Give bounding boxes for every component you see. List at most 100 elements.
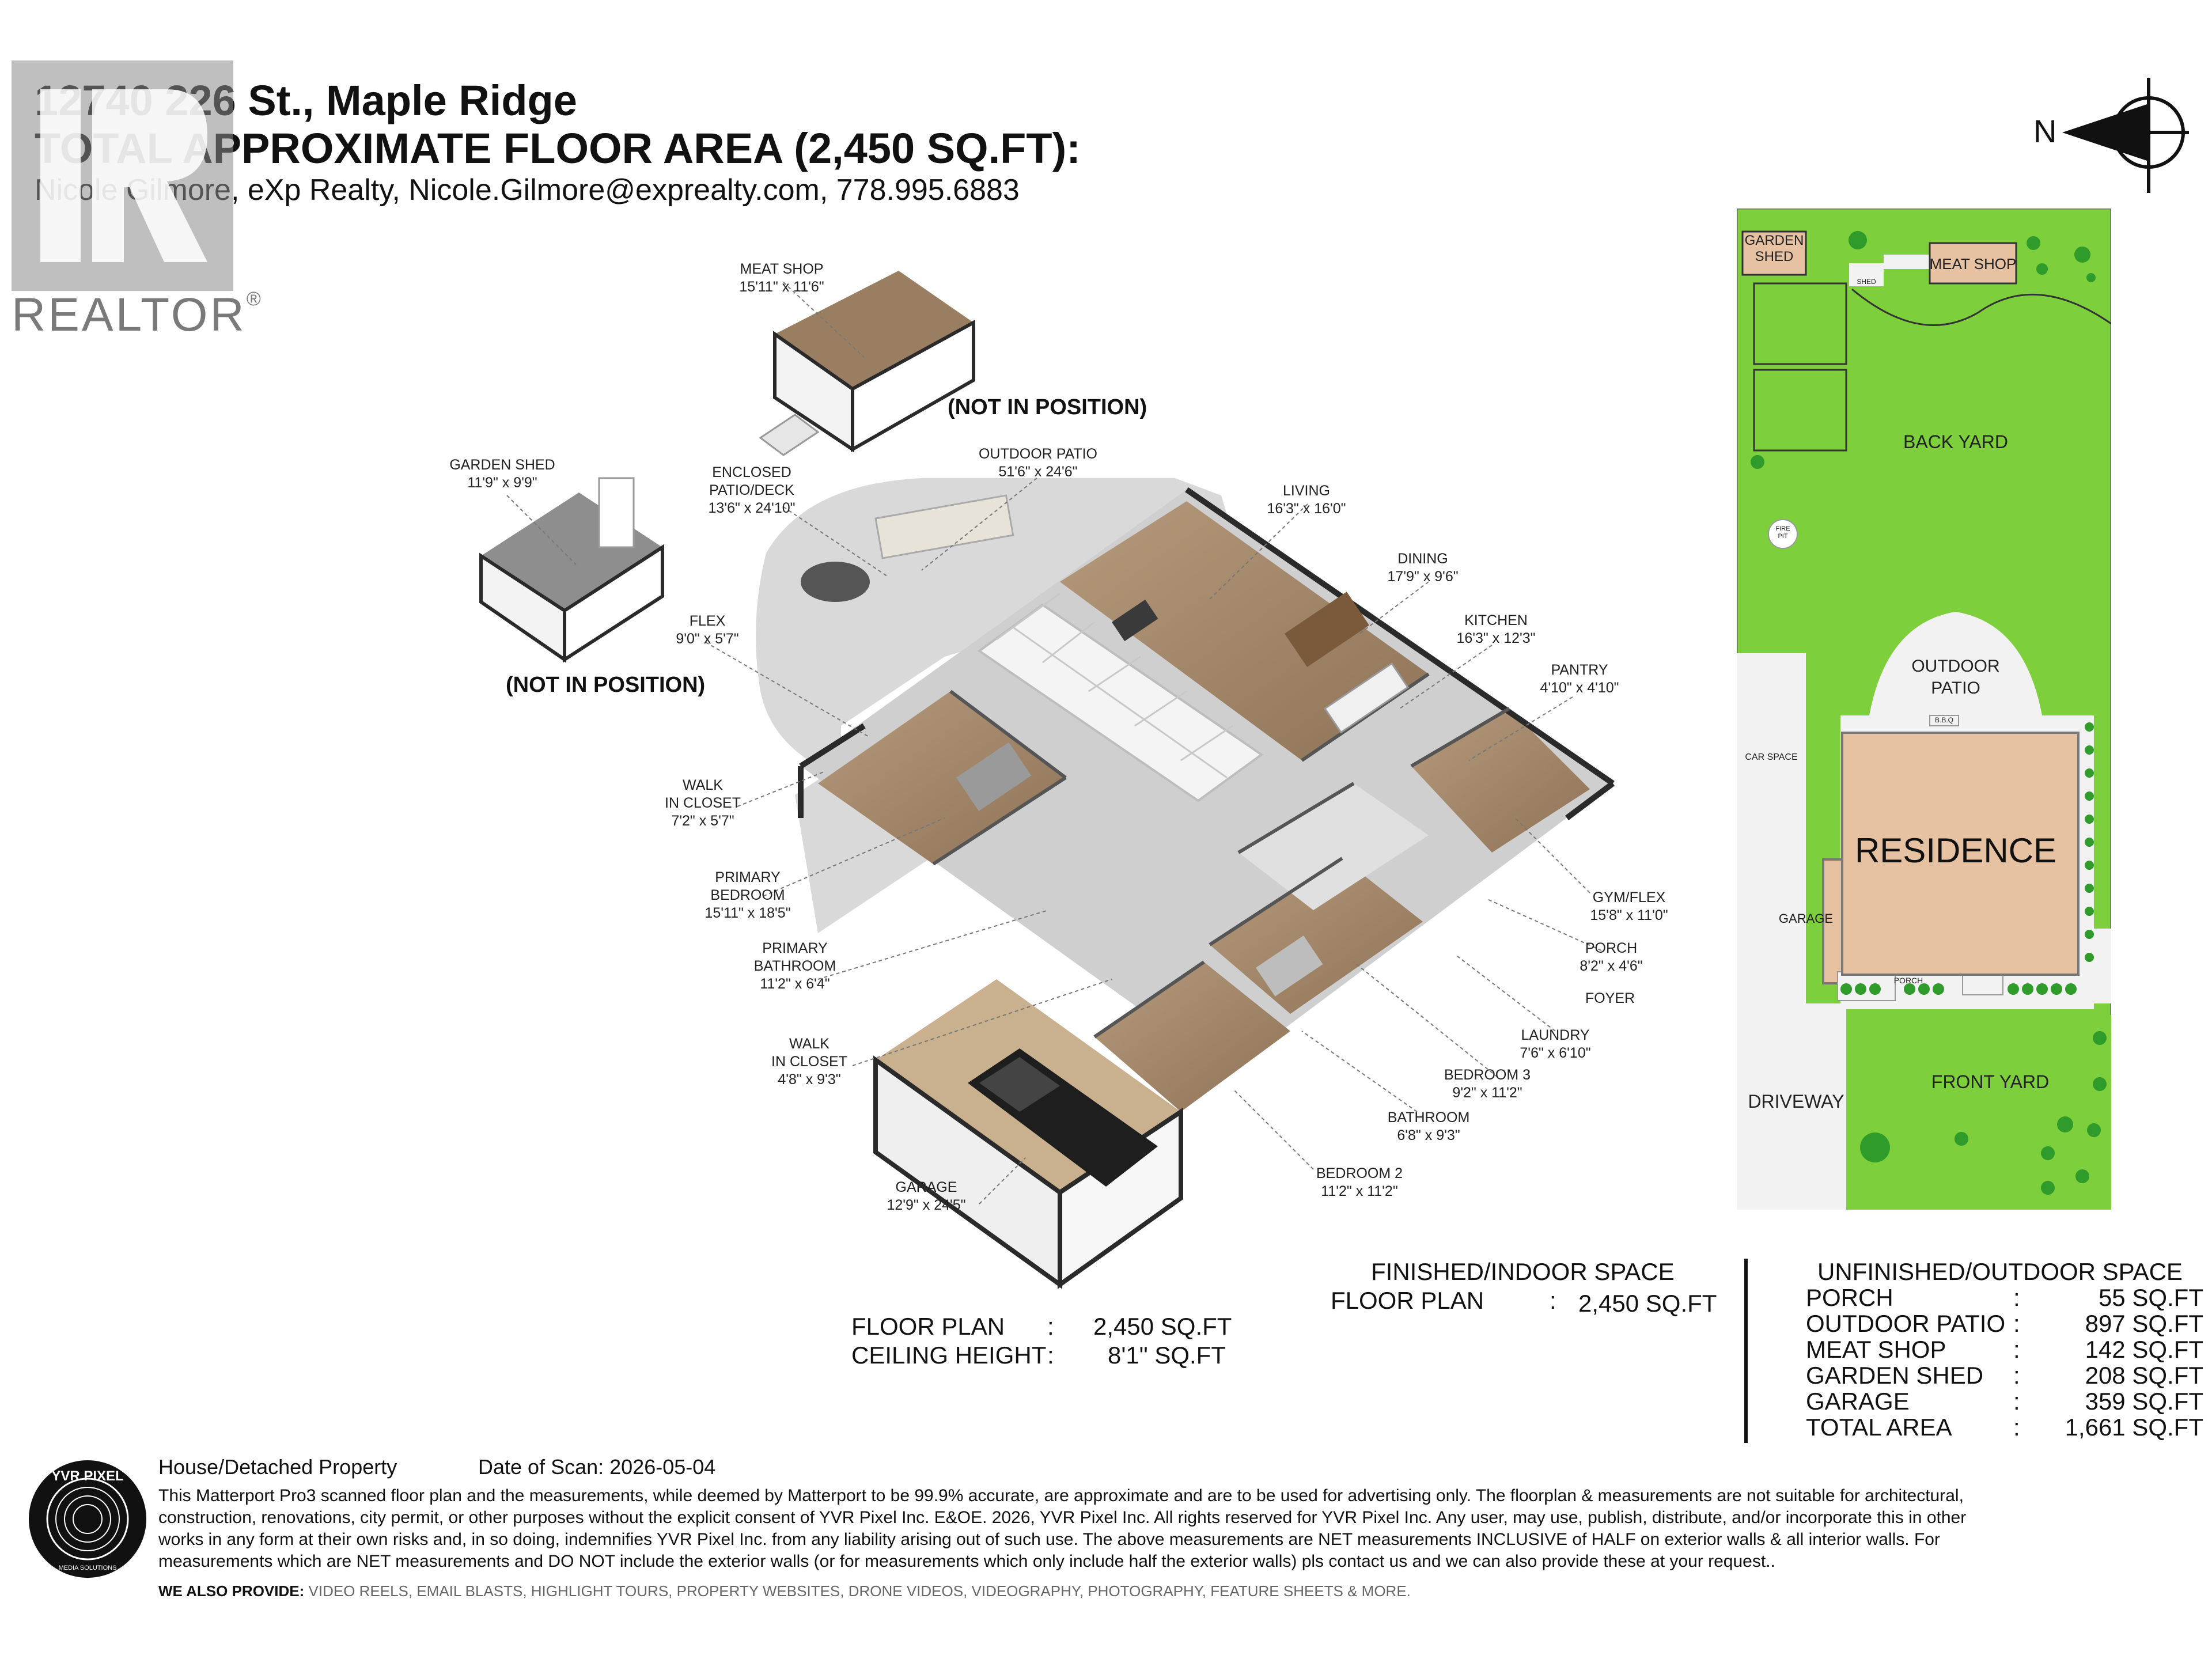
room-dims: 6'8" x 9'3" (1397, 1127, 1460, 1143)
room-name: WALK IN CLOSET (665, 777, 741, 811)
room-name: PRIMARY BATHROOM (753, 940, 836, 974)
unfinished-label: GARAGE (1806, 1388, 1910, 1415)
disclaimer-line: construction, renovations, city permit, … (158, 1508, 1967, 1527)
summary-sep: : (1047, 1313, 1054, 1340)
room-dims: 12'9" x 24'5" (887, 1197, 966, 1213)
bedroom-floor (818, 691, 1066, 864)
finished-sep: : (1550, 1287, 1556, 1314)
site-plan-drawing (1737, 209, 2111, 1210)
living-floor (1060, 501, 1429, 760)
room-dims: 15'11" x 11'6" (739, 279, 824, 295)
room-dims: 11'2" x 11'2" (1321, 1183, 1398, 1199)
unfinished-sep: : (2013, 1362, 2020, 1389)
unfinished-rows: PORCH: 55 SQ.FT OUTDOOR PATIO:897 SQ.FT M… (1806, 1285, 2203, 1440)
unfinished-value: 208 SQ.FT (2085, 1362, 2203, 1389)
finished-row: FLOOR PLAN : 2,450 SQ.FT (1331, 1287, 1734, 1316)
realtor-logo: REALTOR® (12, 60, 261, 349)
yvr-pixel-logo: YVR PIXEL MEDIA SOLUTIONS (26, 1457, 150, 1581)
yvr-pixel-logo-icon: YVR PIXEL MEDIA SOLUTIONS (29, 1460, 146, 1578)
not-in-position-garden-shed: (NOT IN POSITION) (506, 673, 706, 697)
room-dims: 51'6" x 24'6" (998, 464, 1078, 480)
disclaimer: This Matterport Pro3 scanned floor plan … (158, 1485, 2203, 1573)
room-dims: 8'2" x 4'6" (1580, 958, 1643, 974)
finished-title: FINISHED/INDOOR SPACE (1371, 1258, 1675, 1285)
unfinished-sep: : (2013, 1414, 2020, 1441)
unfinished-row: OUTDOOR PATIO:897 SQ.FT (1806, 1310, 2203, 1336)
room-name: GARAGE (895, 1179, 957, 1195)
site-label-driveway: DRIVEWAY (1748, 1091, 1844, 1112)
disclaimer-line: This Matterport Pro3 scanned floor plan … (158, 1486, 1964, 1505)
unfinished-label: OUTDOOR PATIO (1806, 1310, 2006, 1337)
room-dims: 4'10" x 4'10" (1540, 680, 1619, 696)
gym-floor (1411, 709, 1590, 853)
room-dims: 16'3" x 12'3" (1456, 630, 1536, 646)
svg-text:YVR PIXEL: YVR PIXEL (51, 1468, 123, 1484)
unfinished-label: TOTAL AREA (1806, 1414, 1952, 1441)
site-plan: GARDEN SHED MEAT SHOP SHED BACK YARD FIR… (1737, 209, 2111, 1210)
unfinished-row: MEAT SHOP:142 SQ.FT (1806, 1336, 2203, 1362)
summary-label: FLOOR PLAN (851, 1313, 1005, 1340)
truck-icon (968, 1048, 1158, 1187)
also-provide: WE ALSO PROVIDE: VIDEO REELS, EMAIL BLAS… (158, 1580, 1411, 1602)
site-label-back-yard: BACK YARD (1903, 431, 2008, 452)
unfinished-sep: : (2013, 1388, 2020, 1415)
finished-label: FLOOR PLAN (1331, 1287, 1484, 1314)
summary-value: 8'1" SQ.FT (1108, 1342, 1226, 1369)
room-label-bedroom-2: BEDROOM 2 11'2" x 11'2" (1316, 1165, 1403, 1200)
room-dims: 4'8" x 9'3" (778, 1071, 841, 1088)
finished-space: FINISHED/INDOOR SPACE FLOOR PLAN : 2,450… (1331, 1259, 1734, 1316)
room-label-meat-shop: MEAT SHOP 15'11" x 11'6" (739, 260, 824, 296)
site-label-garden-shed: GARDEN SHED (1744, 233, 1804, 264)
unfinished-sep: : (2013, 1284, 2020, 1311)
site-label-garage: GARAGE (1778, 911, 1834, 926)
site-label-shed: SHED (1857, 278, 1876, 286)
unfinished-row: TOTAL AREA:1,661 SQ.FT (1806, 1414, 2203, 1440)
finished-value: 2,450 SQ.FT (1578, 1290, 1717, 1317)
room-name: BEDROOM 2 (1316, 1165, 1403, 1181)
room-dims: 11'9" x 9'9" (467, 475, 537, 491)
scan-date: Date of Scan: 2026-05-04 (478, 1455, 716, 1479)
site-label-residence: RESIDENCE (1854, 831, 2057, 870)
unfinished-row: PORCH: 55 SQ.FT (1806, 1285, 2203, 1310)
unfinished-value: 55 SQ.FT (2098, 1284, 2203, 1311)
unfinished-row: GARAGE:359 SQ.FT (1806, 1388, 2203, 1414)
room-label-flex: FLEX 9'0" x 5'7" (676, 612, 738, 648)
compass: N (2028, 72, 2200, 199)
room-name: PORCH (1585, 940, 1638, 956)
site-label-fire-pit: FIRE PIT (1775, 525, 1790, 540)
room-name: MEAT SHOP (740, 261, 824, 277)
site-label-bbq: B.B.Q (1934, 716, 1954, 724)
unfinished-sep: : (2013, 1336, 2020, 1363)
summary-sep: : (1047, 1342, 1054, 1369)
floor-plan-3d (479, 271, 1615, 1289)
room-name: PRIMARY BEDROOM (710, 869, 785, 903)
also-provide-label: WE ALSO PROVIDE: (158, 1582, 305, 1600)
garden-shed-3d (479, 477, 664, 663)
hall-floor (1238, 783, 1429, 910)
site-label-car-space: CAR SPACE (1745, 752, 1798, 762)
property-type: House/Detached Property (158, 1455, 397, 1479)
room-name: WALK IN CLOSET (771, 1036, 847, 1070)
bed2-floor (1094, 962, 1290, 1112)
room-name: FLEX (689, 613, 726, 629)
room-dims: 9'0" x 5'7" (676, 631, 739, 647)
room-name: BATHROOM (1387, 1109, 1470, 1126)
room-name: BEDROOM 3 (1444, 1067, 1531, 1083)
room-dims: 15'11" x 18'5" (704, 905, 791, 921)
summary-value: 2,450 SQ.FT (1093, 1313, 1232, 1340)
realtor-wordmark: REALTOR® (12, 288, 263, 341)
not-in-position-meat-shop: (NOT IN POSITION) (948, 395, 1147, 419)
unfinished-label: PORCH (1806, 1284, 1893, 1311)
